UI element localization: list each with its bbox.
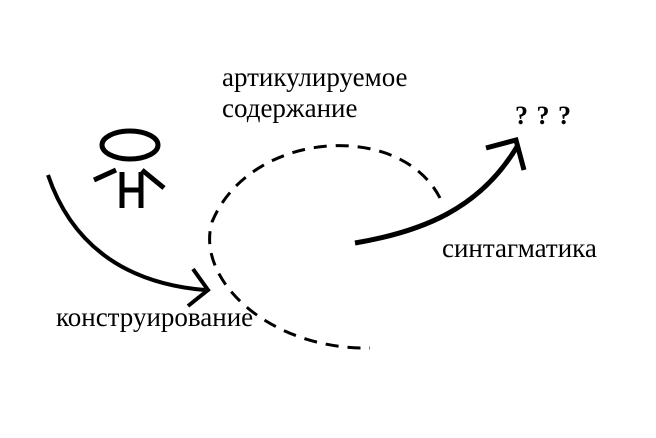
- dashed-cycle-arc: [208, 144, 442, 350]
- construction-label: конструирование: [56, 302, 254, 332]
- construction-arrowhead: [186, 267, 211, 308]
- syntagmatics-arrowhead: [485, 136, 527, 171]
- construction-arrow-curve: [46, 174, 206, 292]
- question-marks-label: ? ? ?: [515, 101, 572, 130]
- person-arm-right: [140, 168, 166, 190]
- articulated-content-line2: содержание: [222, 93, 358, 123]
- person-head: [99, 128, 161, 162]
- syntagmatics-label: синтагматика: [442, 233, 597, 263]
- person-arm-left: [92, 167, 118, 183]
- articulated-content-label: артикулируемое содержание: [222, 62, 408, 124]
- syntagmatics-arrow-curve: [354, 143, 521, 246]
- articulated-content-line1: артикулируемое: [222, 62, 408, 92]
- person-figure: [92, 128, 166, 208]
